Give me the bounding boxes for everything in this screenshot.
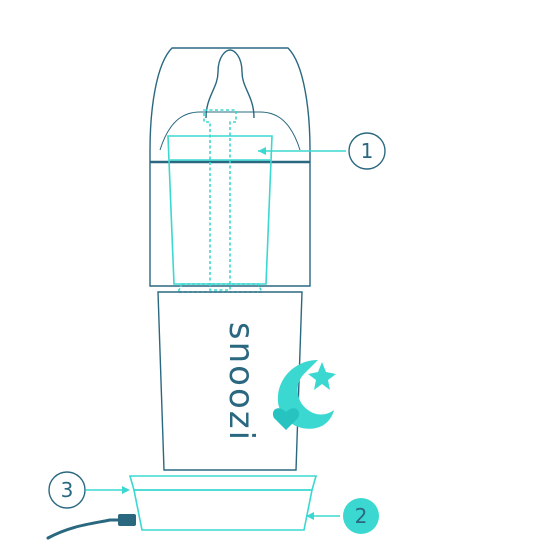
callout-3-circle (48, 471, 86, 509)
callout-1-number: 1 (361, 139, 374, 163)
base (128, 475, 318, 531)
power-cable-icon (46, 514, 136, 540)
callout-2-circle (343, 498, 379, 534)
warmer-body: snoozi (157, 291, 303, 471)
callout-1-circle (348, 132, 386, 170)
callout-2-number: 2 (355, 504, 368, 528)
bottle-cover (149, 47, 311, 287)
callout-1: 1 (258, 132, 386, 170)
nipple-outline (205, 49, 255, 119)
heart-icon (272, 408, 300, 430)
callout-2: 2 (306, 498, 379, 534)
warmer-body-outline (157, 291, 303, 471)
callout-3: 3 (48, 471, 130, 509)
callout-1-arrow (258, 147, 266, 155)
bottle-insert (167, 109, 273, 293)
callout-3-number: 3 (61, 478, 74, 502)
base-rim (128, 475, 318, 491)
base-lower (133, 489, 313, 531)
moon-heart-icon (272, 360, 336, 430)
callout-2-arrow (306, 512, 314, 520)
bottle-shoulder-curve (159, 111, 301, 151)
callout-3-arrow (122, 486, 130, 494)
brand-text: snoozi (221, 322, 261, 442)
